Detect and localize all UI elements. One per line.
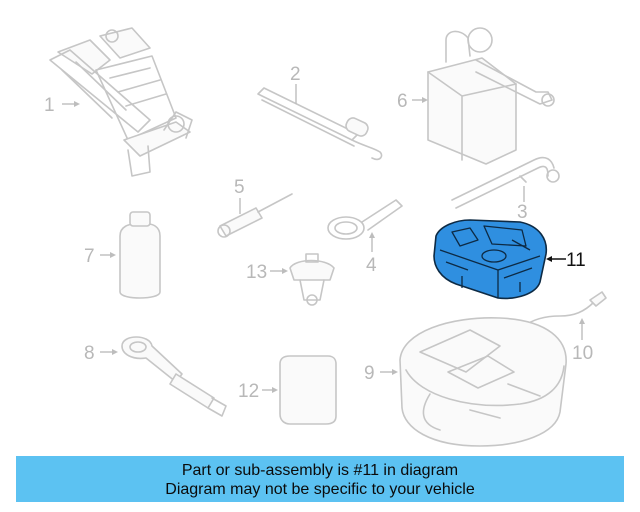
callout-5: 5 xyxy=(234,177,245,198)
callout-9: 9 xyxy=(364,363,375,384)
callout-11: 11 xyxy=(566,250,586,271)
part-3-bar xyxy=(451,156,560,209)
callout-6: 6 xyxy=(397,91,408,112)
callout-4: 4 xyxy=(366,255,377,276)
part-5-tool xyxy=(217,193,293,238)
part-9-tire-well xyxy=(399,317,567,447)
callout-8: 8 xyxy=(84,343,95,364)
part-4-ring xyxy=(327,199,403,240)
part-7-bottle xyxy=(119,211,161,299)
callout-1: 1 xyxy=(44,95,55,116)
part-2-wrench xyxy=(257,87,383,161)
banner-line-2: Diagram may not be specific to your vehi… xyxy=(165,481,475,498)
parts-diagram: 1 2 6 3 5 4 xyxy=(44,27,607,447)
callout-7: 7 xyxy=(84,246,95,267)
part-11-tool-tray xyxy=(433,219,548,300)
part-13-valve xyxy=(289,253,335,306)
info-banner: Part or sub-assembly is #11 in diagram D… xyxy=(16,456,624,502)
banner-line-1: Part or sub-assembly is #11 in diagram xyxy=(181,462,459,479)
part-1-jack xyxy=(49,27,193,177)
callout-2: 2 xyxy=(290,64,301,85)
part-8-tow-eye xyxy=(121,336,227,417)
callout-10: 10 xyxy=(572,343,593,364)
callout-3: 3 xyxy=(517,202,528,223)
part-12-pad xyxy=(279,355,337,425)
callout-12: 12 xyxy=(238,381,259,402)
callout-13: 13 xyxy=(246,262,267,283)
part-6-compressor xyxy=(427,27,555,165)
